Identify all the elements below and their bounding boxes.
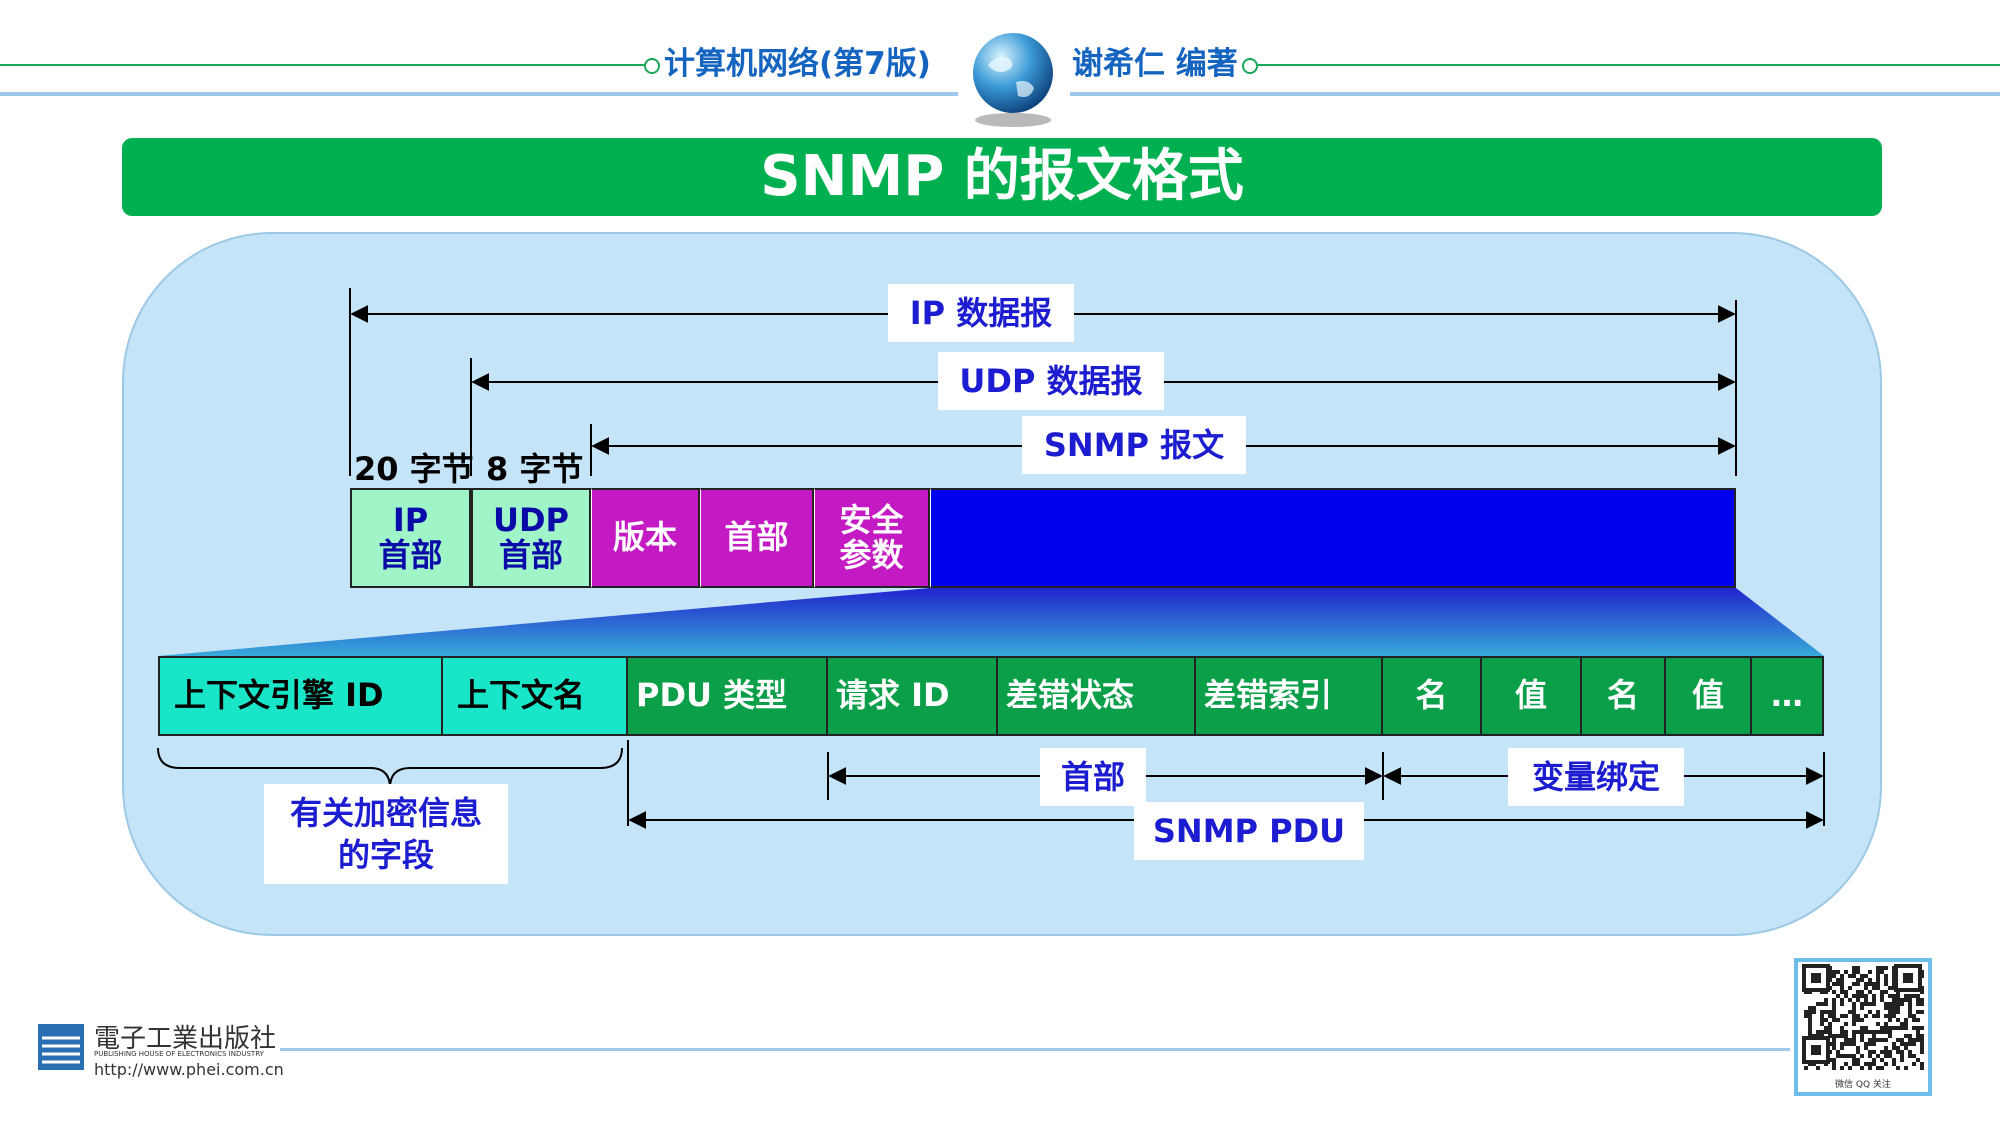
- udp-datagram-label: UDP 数据报: [938, 352, 1164, 410]
- top-field-5: [930, 488, 1736, 588]
- pdu-field-5: 差错索引: [1196, 656, 1383, 736]
- pdu-field-0: 上下文引擎 ID: [158, 656, 443, 736]
- header-line-left-blue: [0, 92, 958, 96]
- top-field-0: IP 首部: [350, 488, 471, 588]
- publisher-name: 電子工業出版社: [94, 1024, 277, 1054]
- top-field-1: UDP 首部: [471, 488, 591, 588]
- snmp-pdu-label: SNMP PDU: [1134, 802, 1364, 860]
- top-field-4: 安全 参数: [814, 488, 930, 588]
- pdu-field-8: 名: [1582, 656, 1666, 736]
- pdu-field-1: 上下文名: [443, 656, 628, 736]
- publisher-url: http://www.phei.com.cn: [94, 1060, 284, 1079]
- pdu-field-4: 差错状态: [998, 656, 1196, 736]
- pdu-field-2: PDU 类型: [628, 656, 828, 736]
- top-field-2: 版本: [591, 488, 700, 588]
- qr-caption: 微信 QQ 关注: [1835, 1080, 1891, 1090]
- publisher-english: PUBLISHING HOUSE OF ELECTRONICS INDUSTRY: [94, 1050, 264, 1058]
- book-title: 计算机网络(第7版): [664, 46, 931, 82]
- header-line-right-blue: [1070, 92, 2000, 96]
- ip-datagram-label: IP 数据报: [888, 284, 1074, 342]
- brace: [157, 747, 623, 789]
- header-line-right: [1250, 64, 2000, 66]
- header-circle-right: [1242, 58, 1258, 74]
- pdu-field-9: 值: [1666, 656, 1752, 736]
- brace-label: 有关加密信息 的字段: [264, 784, 508, 884]
- top-field-3: 首部: [700, 488, 814, 588]
- varbind-span-label: 变量绑定: [1508, 748, 1684, 806]
- header-span-label: 首部: [1040, 748, 1146, 806]
- footer-line: [280, 1048, 1790, 1051]
- snmp-message-label: SNMP 报文: [1022, 416, 1246, 474]
- publisher-logo: [36, 1022, 86, 1074]
- pdu-field-7: 值: [1482, 656, 1582, 736]
- qr-code-pattern: [1802, 964, 1924, 1070]
- udp-bytes-label: 8 字节: [486, 450, 584, 488]
- globe-icon: [958, 30, 1068, 130]
- author-name: 谢希仁 编著: [1072, 46, 1238, 82]
- header-line-left: [0, 64, 648, 66]
- pdu-field-6: 名: [1383, 656, 1482, 736]
- expansion-fan: [158, 588, 1824, 656]
- qr-code: 微信 QQ 关注: [1794, 958, 1932, 1096]
- ip-bytes-label: 20 字节: [354, 450, 474, 488]
- pdu-field-3: 请求 ID: [828, 656, 998, 736]
- pdu-field-10: …: [1752, 656, 1824, 736]
- header-circle-left: [644, 58, 660, 74]
- slide-title: SNMP 的报文格式: [122, 138, 1882, 216]
